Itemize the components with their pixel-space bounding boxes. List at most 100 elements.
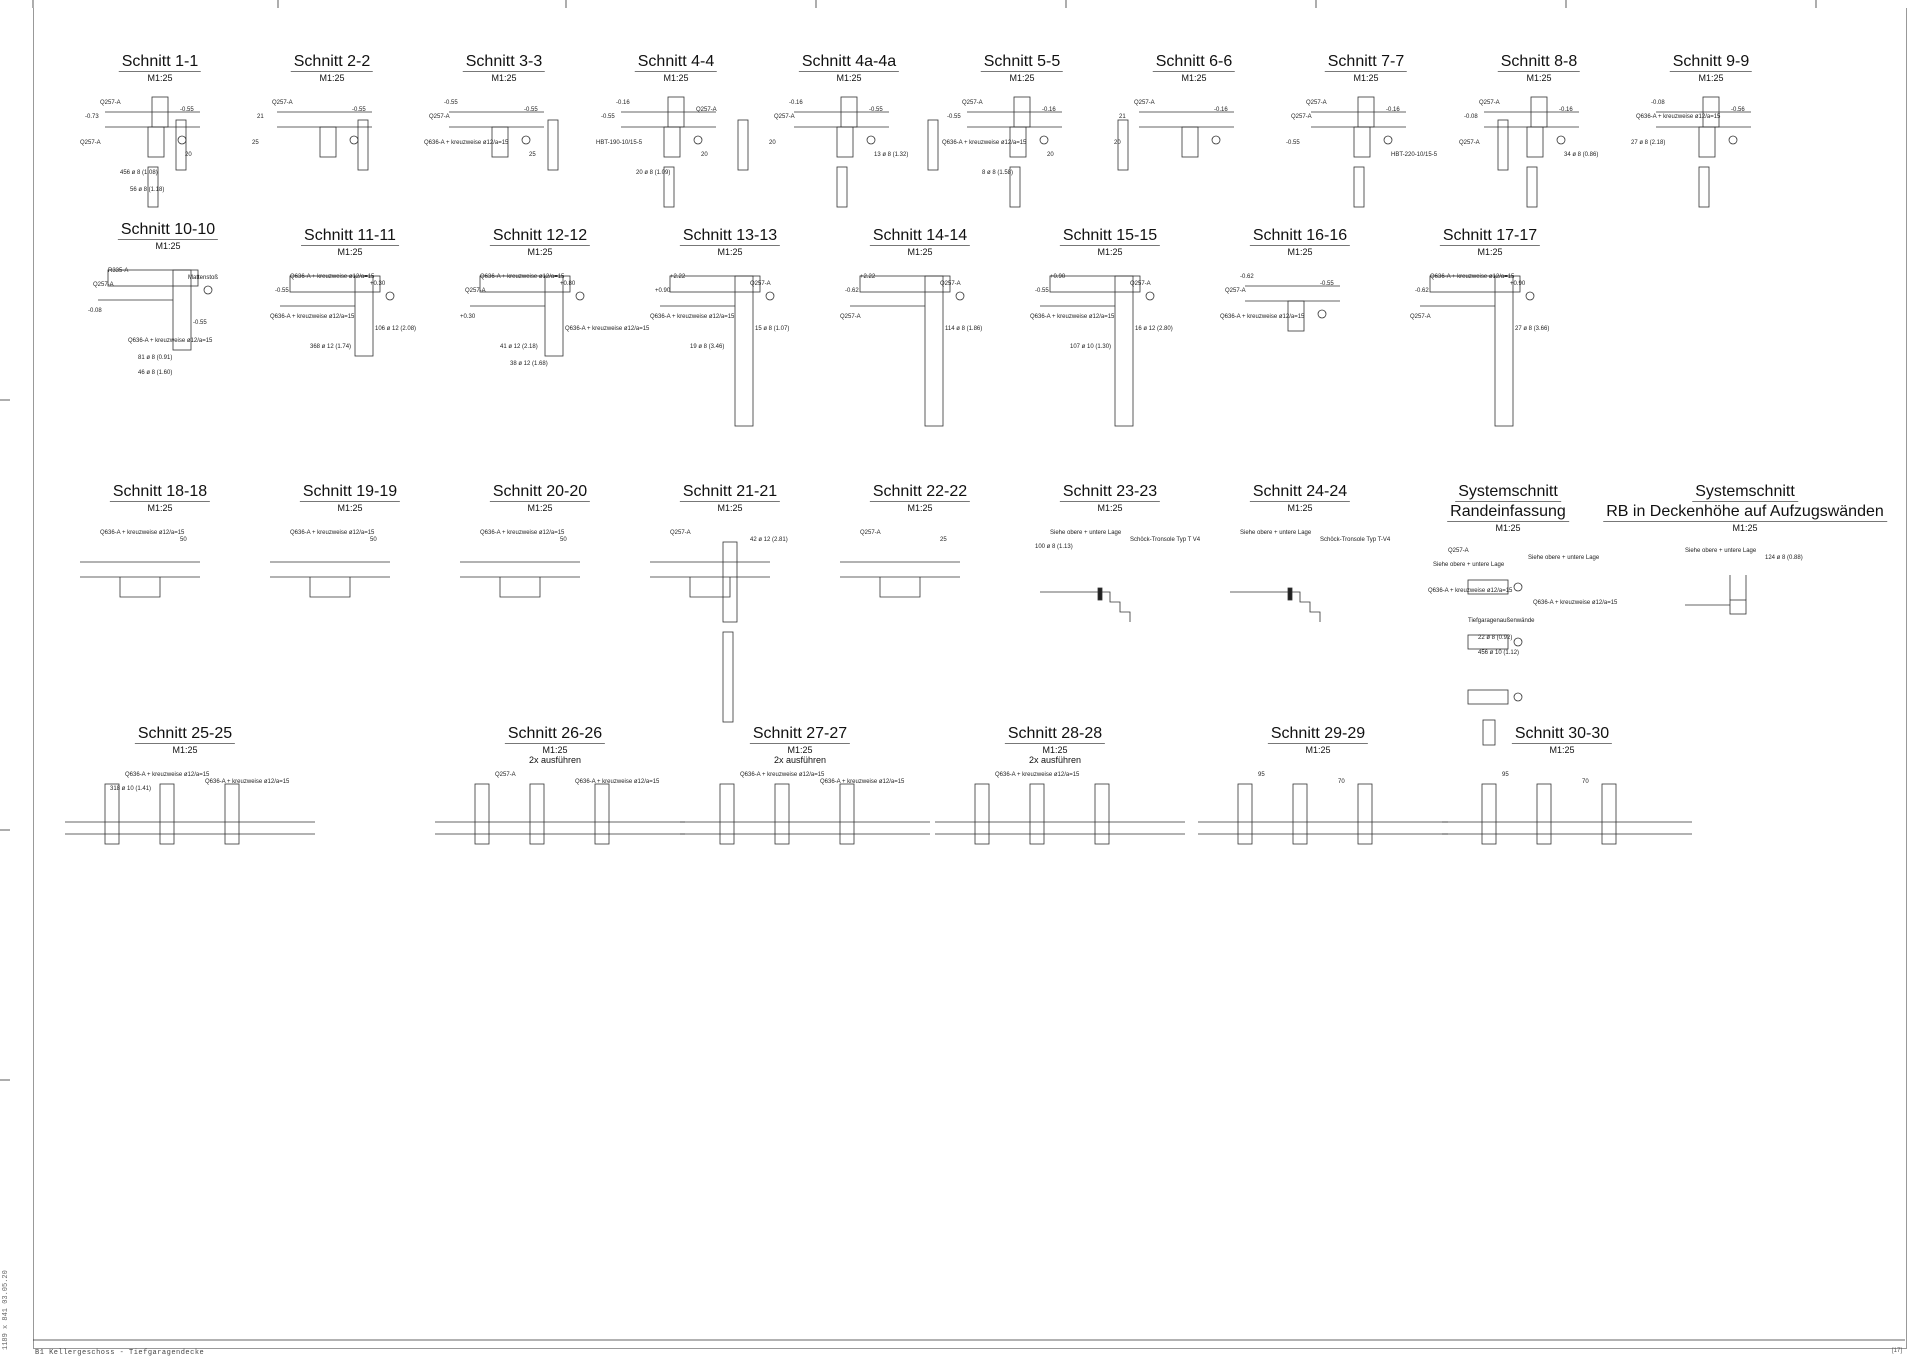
downstand-beam [689, 577, 731, 598]
annotation-label: Q636-A + kreuzweise ø12/a=15 [125, 772, 210, 778]
annotation-label: Q257-A [774, 114, 795, 120]
stirrup-shape [927, 119, 939, 171]
upstand-wall [474, 783, 490, 845]
section-title: Systemschnitt [1692, 482, 1798, 502]
section-title: Schnitt 15-15 [1059, 226, 1161, 246]
stirrup-shape [1353, 166, 1365, 208]
section-scale: M1:25 [1097, 503, 1123, 513]
stirrup-shape [1482, 719, 1496, 746]
upstand-section [1530, 96, 1548, 128]
section-scale: M1:25 [1287, 503, 1313, 513]
annotation-label: Q636-A + kreuzweise ø12/a=15 [1430, 274, 1515, 280]
wall-section [491, 126, 509, 158]
beam-section [1729, 599, 1747, 615]
section-title: Schnitt 24-24 [1249, 482, 1351, 502]
annotation-label: 456 ø 8 (1.08) [120, 170, 158, 176]
annotation-label: 8 ø 8 (1.58) [982, 170, 1014, 176]
upstand-wall [224, 783, 240, 845]
annotation-label: 106 ø 12 (2.08) [375, 326, 417, 332]
annotation-label: Q257-A [962, 100, 983, 106]
position-marker [1513, 692, 1523, 702]
upstand-wall [719, 783, 735, 845]
annotation-label: 16 ø 12 (2.80) [1135, 326, 1173, 332]
annotation-label: Q636-A + kreuzweise ø12/a=15 [1220, 314, 1305, 320]
section-title: Schnitt 3-3 [462, 52, 546, 72]
section-scale: M1:25 [1009, 73, 1035, 83]
annotation-label: -0.08 [1464, 114, 1478, 120]
position-marker [385, 291, 395, 301]
stirrup-shape [1009, 166, 1021, 208]
section-title: Schnitt 8-8 [1497, 52, 1581, 72]
section-scale: M1:25 [787, 745, 813, 755]
upstand-wall [1237, 783, 1253, 845]
section-scale: M1:25 [1698, 73, 1724, 83]
upstand-wall [974, 783, 990, 845]
isolation-element [1287, 587, 1293, 601]
annotation-label: +0.90 [1510, 281, 1526, 287]
upstand-wall [839, 783, 855, 845]
slab-section [107, 269, 199, 287]
upstand-wall [529, 783, 545, 845]
annotation-label: Q636-A + kreuzweise ø12/a=15 [740, 772, 825, 778]
section-title: Schnitt 30-30 [1511, 724, 1613, 744]
wall-section [1353, 126, 1371, 158]
annotation-label: Q257-A [1479, 100, 1500, 106]
annotation-label: Q257-A [696, 107, 717, 113]
stirrup-shape [147, 166, 159, 208]
section-scale: M1:25 [717, 503, 743, 513]
annotation-label: Q257-A [1130, 281, 1151, 287]
annotation-label: -0.55 [601, 114, 615, 120]
section-title: Schnitt 13-13 [679, 226, 781, 246]
slab-section [479, 275, 571, 293]
position-marker [1145, 291, 1155, 301]
annotation-label: Q257-A [495, 772, 516, 778]
slab-section [289, 275, 381, 293]
annotation-label: -0.16 [1386, 107, 1400, 113]
annotation-label: -0.55 [193, 320, 207, 326]
annotation-label: -0.55 [869, 107, 883, 113]
annotation-label: -0.62 [845, 288, 859, 294]
position-marker [1728, 135, 1738, 145]
annotation-label: Q636-A + kreuzweise ø12/a=15 [1636, 114, 1721, 120]
section-title: Schnitt 22-22 [869, 482, 971, 502]
section-scale: M1:25 [147, 503, 173, 513]
section-title: Schnitt 9-9 [1669, 52, 1753, 72]
section-title: Systemschnitt [1455, 482, 1561, 502]
annotation-label: Q636-A + kreuzweise ø12/a=15 [480, 530, 565, 536]
annotation-label: Q636-A + kreuzweise ø12/a=15 [565, 326, 650, 332]
wall-section [836, 126, 854, 158]
annotation-label: 20 [185, 152, 192, 158]
annotation-label: Schöck-Tronsole Typ T V4 [1130, 537, 1201, 543]
annotation-label: 21 [1119, 114, 1126, 120]
section-title: Schnitt 29-29 [1267, 724, 1369, 744]
section-scale: M1:25 [1181, 73, 1207, 83]
annotation-label: Q636-A + kreuzweise ø12/a=15 [424, 140, 509, 146]
annotation-label: Siehe obere + untere Lage [1050, 530, 1122, 536]
annotation-label: +2.22 [860, 274, 876, 280]
stirrup-shape [175, 119, 187, 171]
downstand-beam [119, 577, 161, 598]
annotation-label: 42 ø 12 (2.81) [750, 537, 788, 543]
stirrup-shape [1526, 166, 1538, 208]
section-subtitle: RB in Deckenhöhe auf Aufzugswänden [1603, 502, 1887, 522]
annotation-label: Q257-A [93, 282, 114, 288]
annotation-label: Q636-A + kreuzweise ø12/a=15 [270, 314, 355, 320]
annotation-label: Q257-A [840, 314, 861, 320]
section-title: Schnitt 1-1 [118, 52, 202, 72]
annotation-label: Q257-A [1225, 288, 1246, 294]
annotation-label: Q636-A + kreuzweise ø12/a=15 [575, 779, 660, 785]
annotation-label: 34 ø 8 (0.86) [1564, 152, 1599, 158]
annotation-label: Q257-A [670, 530, 691, 536]
downstand-beam [309, 577, 351, 598]
annotation-label: 100 ø 8 (1.13) [1035, 544, 1073, 550]
slab-section [1049, 275, 1141, 293]
position-marker [1525, 291, 1535, 301]
section-title: Schnitt 14-14 [869, 226, 971, 246]
